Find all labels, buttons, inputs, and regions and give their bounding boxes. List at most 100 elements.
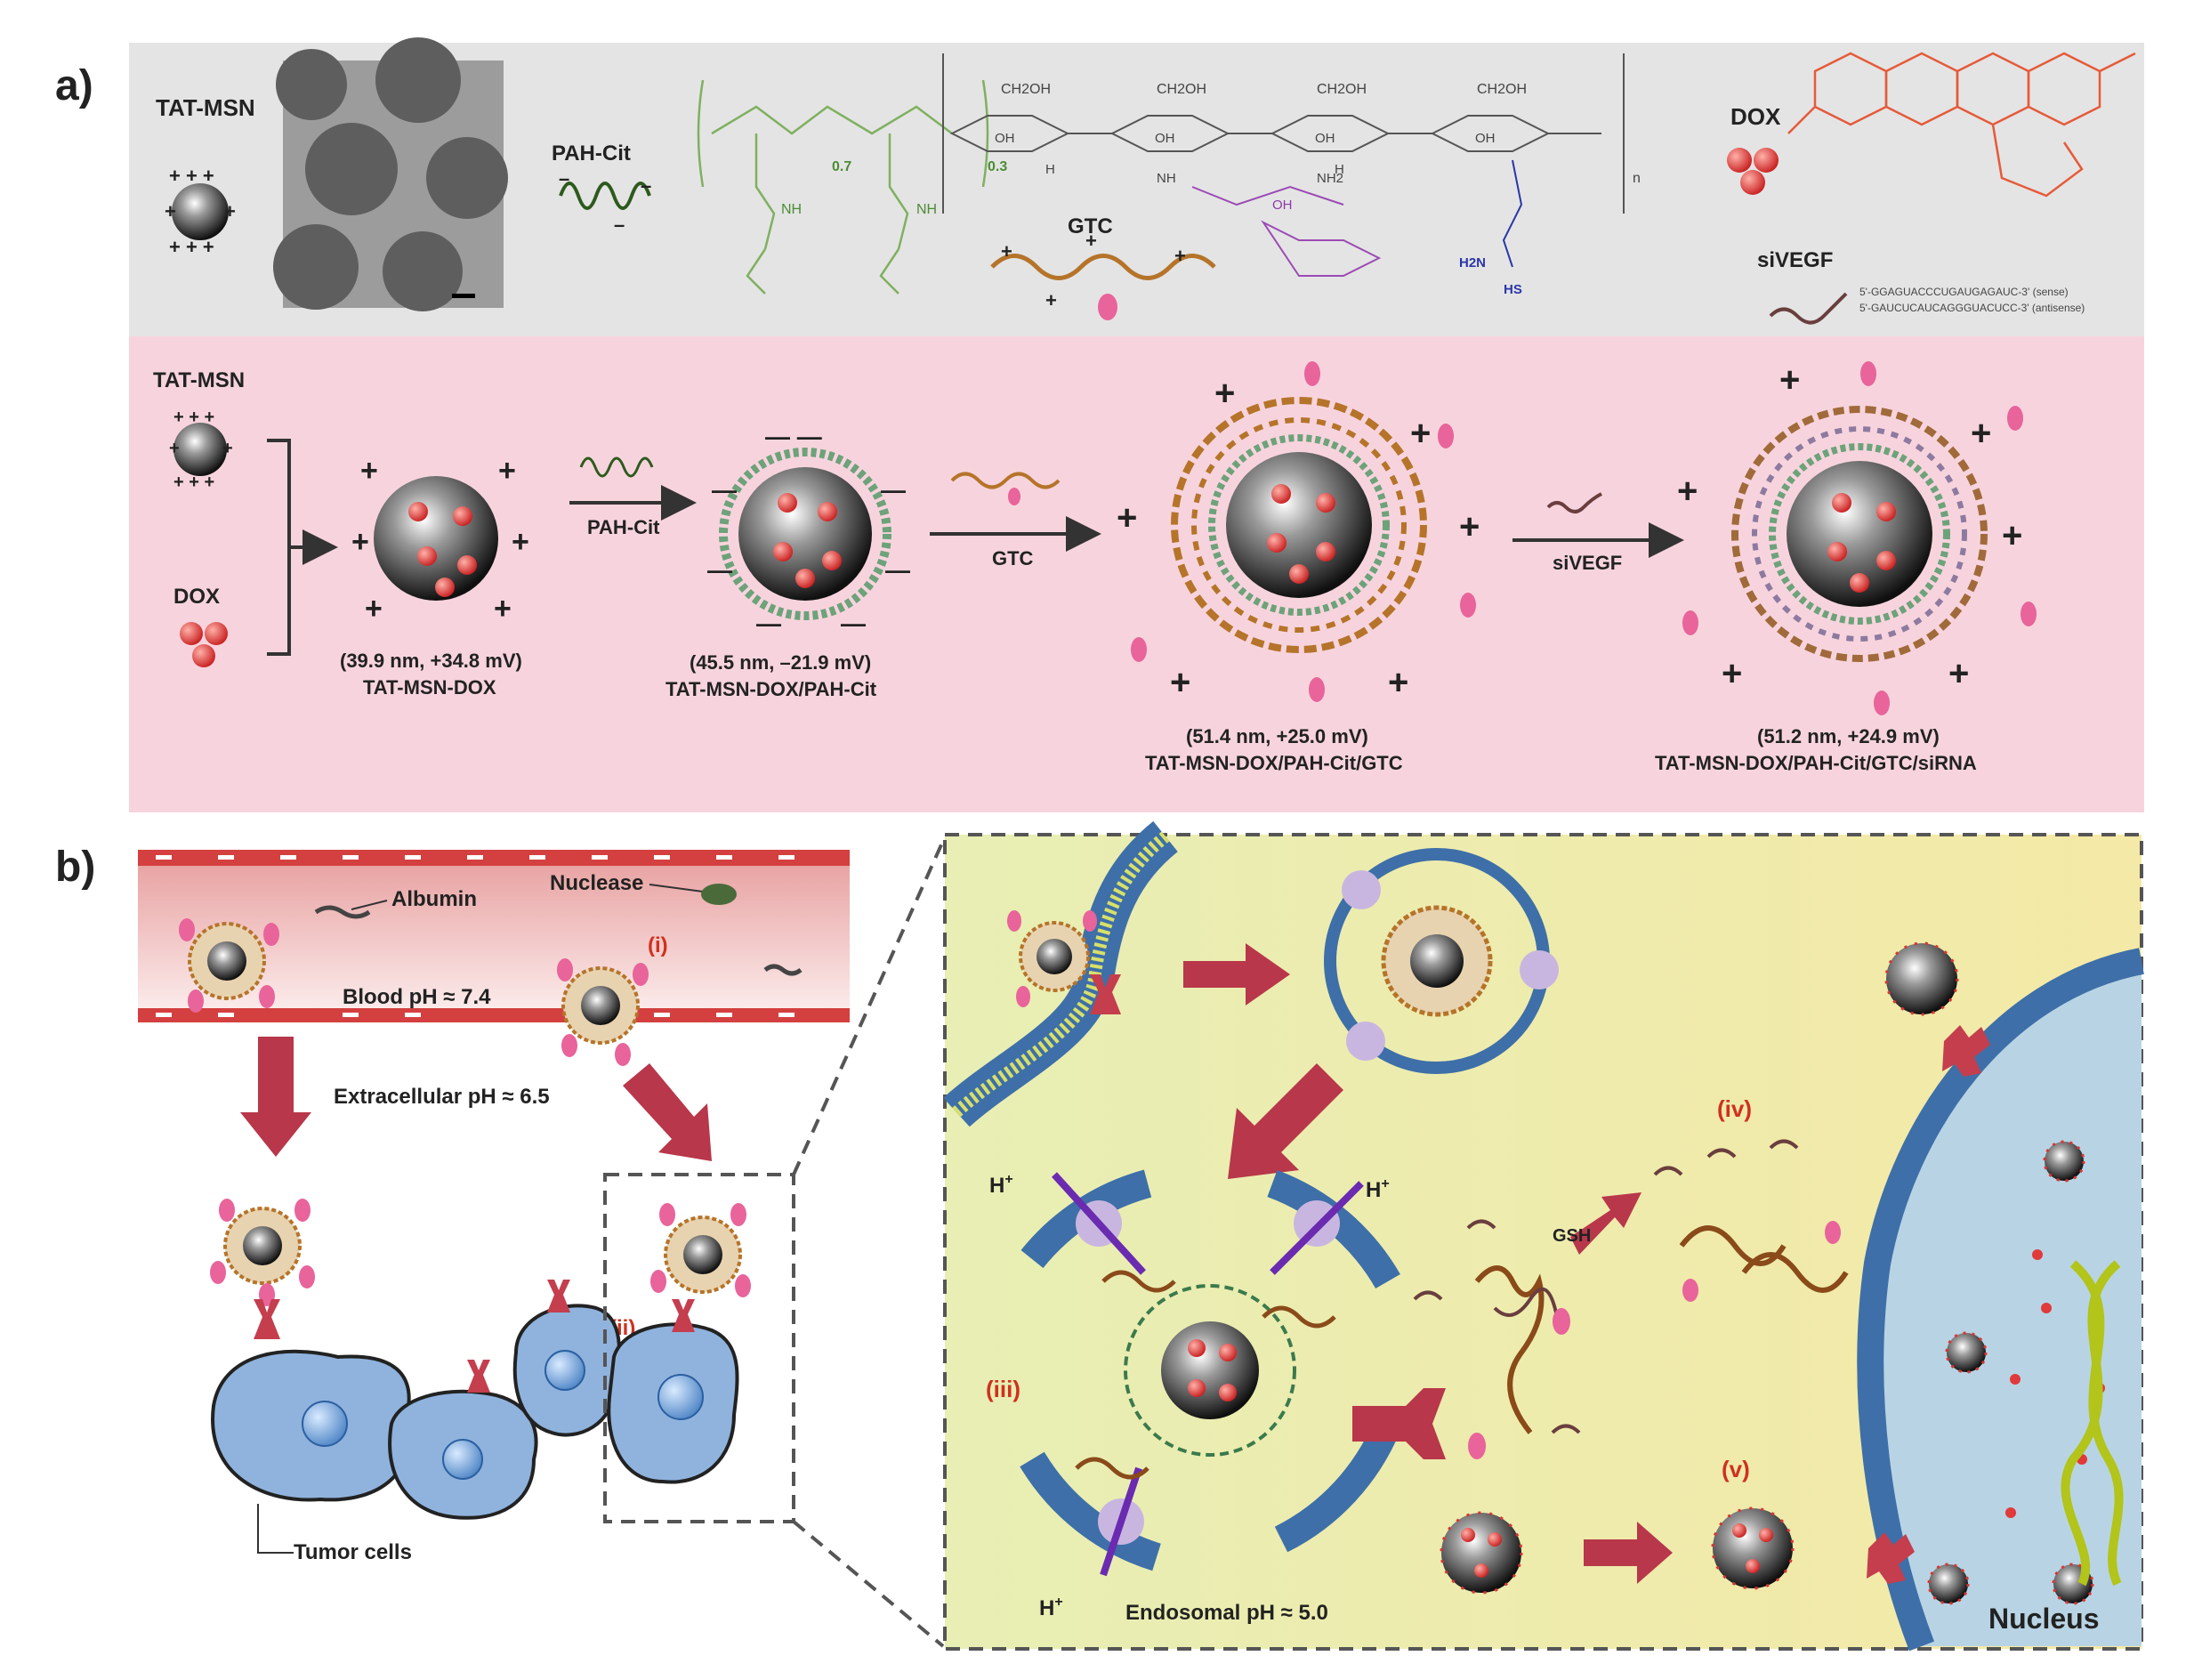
svg-text:+: + bbox=[1174, 245, 1186, 267]
nuclease-label: Nuclease bbox=[550, 871, 643, 895]
sivegf-label: siVEGF bbox=[1757, 248, 1833, 272]
nuclease-icon bbox=[701, 884, 737, 905]
svg-text:+: + bbox=[494, 592, 512, 626]
gtc-structure bbox=[942, 53, 1625, 214]
stage-3-particle: ++ ++ ++ bbox=[1117, 361, 1480, 702]
svg-text:+: + bbox=[222, 439, 233, 458]
pah-cit-coil-icon bbox=[559, 182, 651, 210]
chem-h-1: H bbox=[1045, 162, 1055, 177]
svg-text:+: + bbox=[2002, 516, 2022, 555]
scale-bar bbox=[452, 294, 475, 298]
step-v-label: (v) bbox=[1722, 1456, 1750, 1482]
svg-text:+: + bbox=[1677, 472, 1698, 511]
hplus-label-1: H+ bbox=[989, 1172, 1013, 1198]
tat-msn-label: TAT-MSN bbox=[156, 94, 255, 121]
stage-4-size: (51.2 nm, +24.9 mV) bbox=[1757, 725, 1940, 747]
svg-text:—: — bbox=[881, 476, 906, 504]
scheme-dox-icon bbox=[180, 622, 228, 667]
svg-text:+: + bbox=[498, 454, 516, 488]
endosome bbox=[1324, 848, 1559, 1074]
arrow-down-right bbox=[623, 1063, 712, 1161]
svg-text:+ + +: + + + bbox=[169, 165, 214, 187]
svg-text:—: — bbox=[707, 556, 732, 584]
dox-icon bbox=[1727, 148, 1779, 195]
stage-3-size: (51.4 nm, +25.0 mV) bbox=[1186, 725, 1368, 747]
stage-2-particle: — — —— —— —— bbox=[707, 423, 910, 637]
svg-text:+ + +: + + + bbox=[173, 472, 214, 492]
released-sirna-gtc bbox=[1413, 1219, 1581, 1459]
arrow-gtc-label: GTC bbox=[992, 547, 1034, 569]
dox-structure bbox=[1787, 52, 2136, 198]
hplus-label-2: H+ bbox=[1366, 1176, 1390, 1202]
chem-oh-side: OH bbox=[1272, 198, 1293, 213]
gtc-thiol-group bbox=[1502, 159, 1523, 268]
chem-oh-3: OH bbox=[1315, 131, 1335, 146]
arrow-down-left bbox=[240, 1037, 311, 1157]
svg-text:+: + bbox=[1410, 414, 1431, 453]
svg-text:+: + bbox=[1722, 654, 1742, 693]
blood-ph-label: Blood pH ≈ 7.4 bbox=[343, 985, 491, 1009]
albumin-icon-2 bbox=[763, 964, 803, 976]
chem-ch2oh-3: CH2OH bbox=[1317, 82, 1367, 97]
tumor-nanoparticle-2 bbox=[650, 1203, 751, 1297]
stage-2-size: (45.5 nm, –21.9 mV) bbox=[690, 651, 871, 674]
chem-nh2: NH2 bbox=[1317, 171, 1343, 186]
nucleus bbox=[1857, 948, 2144, 1652]
scheme-tat-msn-icon: + + + + + + + + bbox=[169, 408, 233, 492]
gsh-label: GSH bbox=[1553, 1226, 1591, 1246]
sivegf-antisense: 5'-GAUCUCAUCAGGGUACUCC-3' (antisense) bbox=[1859, 302, 2085, 314]
arrow-sivegf-icon bbox=[1546, 492, 1602, 513]
svg-text:+: + bbox=[360, 454, 378, 488]
stage-3-name: TAT-MSN-DOX/PAH-Cit/GTC bbox=[1145, 752, 1403, 774]
tumor-cells-label: Tumor cells bbox=[294, 1540, 412, 1564]
receptor-icons bbox=[254, 1280, 695, 1393]
stage-4-particle: ++ ++ ++ bbox=[1677, 360, 2037, 715]
chem-h2n: H2N bbox=[1459, 255, 1486, 271]
chem-ch2oh-2: CH2OH bbox=[1157, 82, 1206, 97]
freed-core-2 bbox=[1711, 1506, 1795, 1590]
sivegf-sense: 5'-GGAGUACCCUGAUGAGAUC-3' (sense) bbox=[1859, 286, 2069, 298]
arrow-pah-cit-coil-icon bbox=[579, 456, 654, 478]
chem-nh-gtc: NH bbox=[1157, 171, 1176, 186]
vessel-nanoparticle-2 bbox=[557, 958, 649, 1066]
freed-core-1 bbox=[1440, 1511, 1523, 1595]
stage-4-name: TAT-MSN-DOX/PAH-Cit/GTC/siRNA bbox=[1655, 752, 1977, 774]
svg-text:+: + bbox=[1779, 360, 1800, 400]
cleaved-fragments bbox=[1653, 1139, 1849, 1302]
chem-n-repeat: n bbox=[1633, 171, 1641, 186]
svg-text:+: + bbox=[1085, 230, 1097, 252]
tumor-cells bbox=[211, 1304, 739, 1520]
svg-text:—: — bbox=[712, 476, 737, 504]
step-iii-label: (iii) bbox=[986, 1376, 1020, 1402]
svg-text:—: — bbox=[885, 556, 910, 584]
chem-ch2oh-4: CH2OH bbox=[1477, 82, 1527, 97]
svg-text:+: + bbox=[1459, 507, 1480, 546]
svg-text:—: — bbox=[841, 610, 866, 637]
stage-2-name: TAT-MSN-DOX/PAH-Cit bbox=[665, 678, 877, 700]
panel-b-label: b) bbox=[55, 844, 95, 891]
proton-pumps bbox=[1052, 1172, 1364, 1577]
pah-cit-fraction-1: 0.7 bbox=[832, 159, 851, 174]
svg-text:–: – bbox=[614, 214, 625, 236]
released-core bbox=[1075, 1270, 1336, 1480]
svg-text:–: – bbox=[641, 174, 651, 197]
chem-oh-2: OH bbox=[1155, 131, 1175, 146]
gtc-tag-icon bbox=[1098, 294, 1117, 320]
svg-text:+: + bbox=[165, 200, 176, 222]
stage-1-size: (39.9 nm, +34.8 mV) bbox=[340, 650, 522, 672]
uptake-nanoparticle bbox=[1007, 910, 1121, 1014]
stage-1-name: TAT-MSN-DOX bbox=[363, 676, 496, 699]
stage-1-particle: ++ ++ ++ bbox=[351, 454, 529, 626]
arrow-gtc-chain-icon bbox=[950, 472, 1061, 489]
gtc-label: GTC bbox=[1068, 214, 1113, 238]
pah-cit-label: PAH-Cit bbox=[552, 141, 631, 166]
arrow-pah-cit-label: PAH-Cit bbox=[587, 516, 660, 538]
chem-nh-1: NH bbox=[781, 202, 802, 217]
arrow-gsh bbox=[1570, 1192, 1641, 1255]
chem-ch2oh-1: CH2OH bbox=[1001, 82, 1051, 97]
hplus-label-3: H+ bbox=[1039, 1595, 1063, 1620]
step-i-label: (i) bbox=[648, 933, 668, 957]
scheme-input-dox: DOX bbox=[173, 585, 220, 609]
